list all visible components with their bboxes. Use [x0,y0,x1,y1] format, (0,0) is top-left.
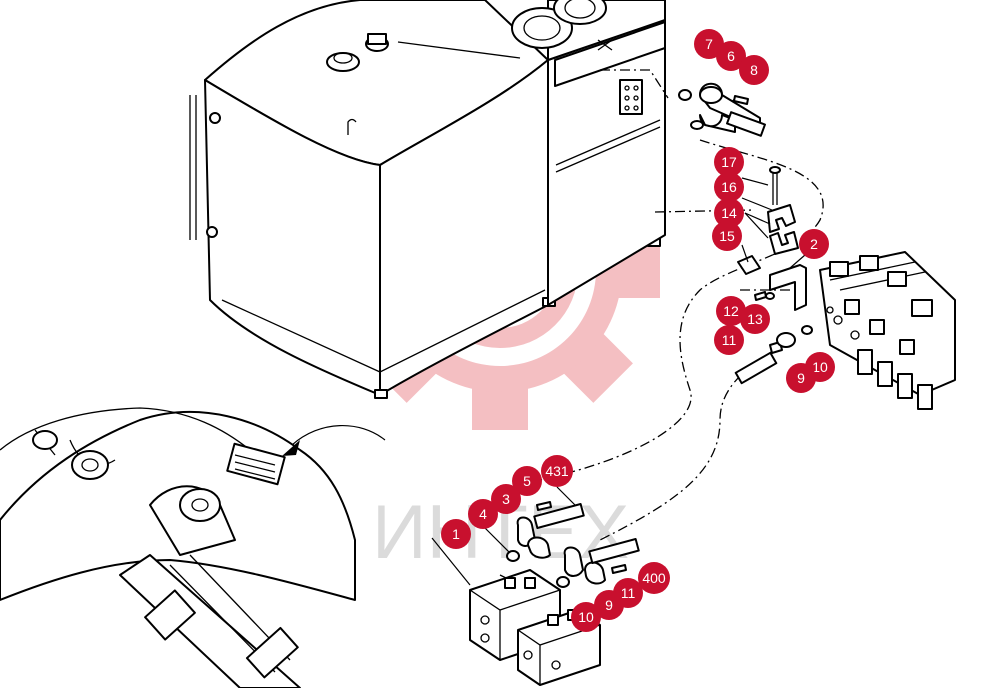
location-arrow-head [282,440,300,456]
callout-9-lower: 9 [594,590,624,620]
callout-5: 5 [512,466,542,496]
callout-14: 14 [714,198,744,228]
callout-17: 17 [714,147,744,177]
svg-text:4: 4 [479,506,487,522]
callout-7: 7 [694,29,724,59]
svg-text:11: 11 [722,332,737,348]
callout-4: 4 [468,499,498,529]
svg-text:5: 5 [523,473,531,489]
svg-text:3: 3 [502,491,510,507]
middle-clamp-set [737,166,807,311]
svg-text:400: 400 [642,570,666,586]
svg-text:14: 14 [721,205,737,221]
svg-text:6: 6 [727,48,735,64]
callout-10-lower: 10 [571,602,601,632]
callout-3: 3 [491,484,521,514]
callout-2: 2 [799,229,829,259]
svg-text:16: 16 [721,179,737,195]
callout-13: 13 [740,304,770,334]
location-arrow [291,424,386,446]
svg-text:10: 10 [812,359,828,375]
excavator-boom [0,407,356,688]
svg-text:9: 9 [605,597,613,613]
callout-6: 6 [716,41,746,71]
callout-431: 431 [541,455,573,487]
control-valve-block [819,251,956,410]
callout-8: 8 [739,55,769,85]
callout-11-upper: 11 [714,325,744,355]
callout-12: 12 [716,296,746,326]
upper-pipe-clamp [678,82,766,137]
callout-1: 1 [441,519,471,549]
callout-9-upper: 9 [786,363,816,393]
svg-text:10: 10 [578,609,594,625]
callout-15: 15 [712,221,742,251]
svg-text:9: 9 [797,370,805,386]
lower-right-fittings [734,325,813,385]
svg-text:15: 15 [719,228,735,244]
svg-text:11: 11 [621,585,636,601]
svg-text:13: 13 [747,311,763,327]
hydraulic-tank [189,0,661,399]
lower-pipe-clamps [506,501,640,588]
svg-text:17: 17 [721,154,737,170]
pump-housing [511,0,666,306]
callout-400: 400 [638,562,670,594]
callout-16: 16 [714,172,744,202]
svg-text:2: 2 [810,236,818,252]
svg-text:12: 12 [723,303,739,319]
svg-text:8: 8 [750,62,758,78]
leader-lines [431,97,806,586]
svg-text:7: 7 [705,36,713,52]
svg-text:431: 431 [545,463,569,479]
svg-text:1: 1 [452,526,460,542]
